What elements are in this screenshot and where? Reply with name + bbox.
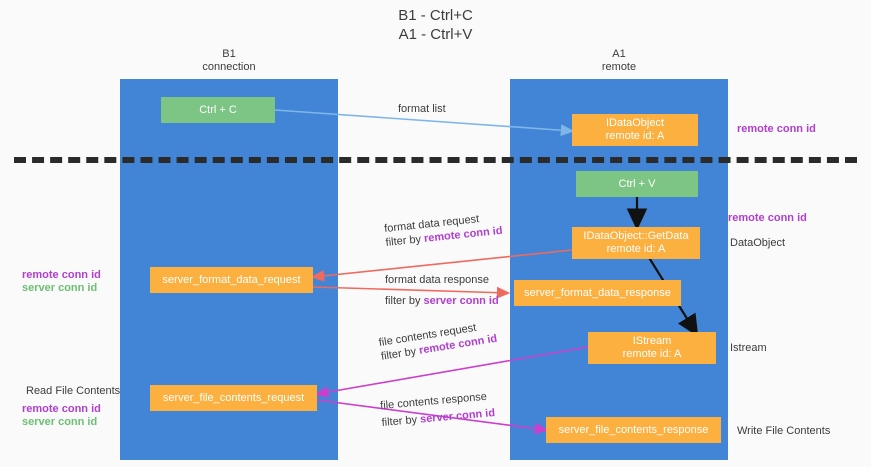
column-header-b1: B1 connection (202, 48, 256, 73)
edge-label-format-data-response: format data response filter by server co… (385, 273, 499, 308)
edge-label-format-data-request: format data request filter by remote con… (384, 210, 504, 250)
annotation-remote-conn-id-mid: remote conn id (728, 212, 807, 224)
edge-label-format-list: format list (398, 102, 446, 116)
annotation-remote-conn-id-top: remote conn id (737, 123, 816, 135)
edge-label-file-contents-response: file contents response filter by server … (380, 389, 496, 430)
page-title: B1 - Ctrl+C A1 - Ctrl+V (398, 7, 473, 43)
node-ctrl-v-label: Ctrl + V (618, 177, 656, 190)
node-ctrl-c-label: Ctrl + C (199, 103, 237, 116)
annotation-left-remote-conn-id-bot: remote conn id (22, 403, 101, 415)
node-idataobject[interactable]: IDataObject remote id: A (572, 114, 698, 146)
node-server-format-data-request-label: server_format_data_request (162, 273, 301, 286)
node-ctrl-v[interactable]: Ctrl + V (576, 171, 698, 197)
node-server-file-contents-request-label: server_file_contents_request (162, 391, 305, 404)
node-getdata-line1: IDataObject::GetData (583, 230, 689, 242)
highlight-server-conn-id-2: server conn id (419, 407, 496, 426)
annotation-write-file-contents: Write File Contents (737, 425, 831, 437)
node-server-file-contents-request[interactable]: server_file_contents_request (150, 385, 317, 411)
node-idataobject-line1: IDataObject (605, 117, 665, 129)
edge-label-file-contents-request: file contents request filter by remote c… (378, 318, 498, 364)
node-getdata-line2: remote id: A (606, 243, 666, 255)
node-istream-line1: IStream (632, 335, 672, 347)
phase-divider (14, 157, 857, 163)
annotation-left-remote-conn-id-mid: remote conn id (22, 269, 101, 281)
node-istream-line2: remote id: A (622, 348, 682, 360)
edge-label-format-data-response-line2: filter by server conn id (385, 295, 499, 307)
edge-label-format-list-text: format list (398, 103, 446, 115)
annotation-left-server-conn-id-mid: server conn id (22, 282, 98, 294)
annotation-read-file-contents: Read File Contents (26, 385, 121, 397)
annotation-left-server-conn-id-bot: server conn id (22, 416, 98, 428)
edge-label-format-data-response-line1: format data response (385, 274, 489, 286)
node-server-format-data-request[interactable]: server_format_data_request (150, 267, 313, 293)
highlight-server-conn-id: server conn id (423, 295, 499, 307)
node-idataobject-line2: remote id: A (605, 130, 665, 142)
node-ctrl-c[interactable]: Ctrl + C (161, 97, 275, 123)
node-idataobject-getdata[interactable]: IDataObject::GetData remote id: A (572, 227, 700, 259)
node-server-format-data-response[interactable]: server_format_data_response (514, 280, 681, 306)
annotation-istream: Istream (730, 342, 767, 354)
node-server-file-contents-response[interactable]: server_file_contents_response (546, 417, 721, 443)
node-server-file-contents-response-label: server_file_contents_response (558, 423, 709, 436)
node-istream[interactable]: IStream remote id: A (588, 332, 716, 364)
column-header-a1: A1 remote (601, 48, 637, 73)
annotation-dataobject: DataObject (730, 237, 786, 249)
node-server-format-data-response-label: server_format_data_response (524, 286, 671, 299)
